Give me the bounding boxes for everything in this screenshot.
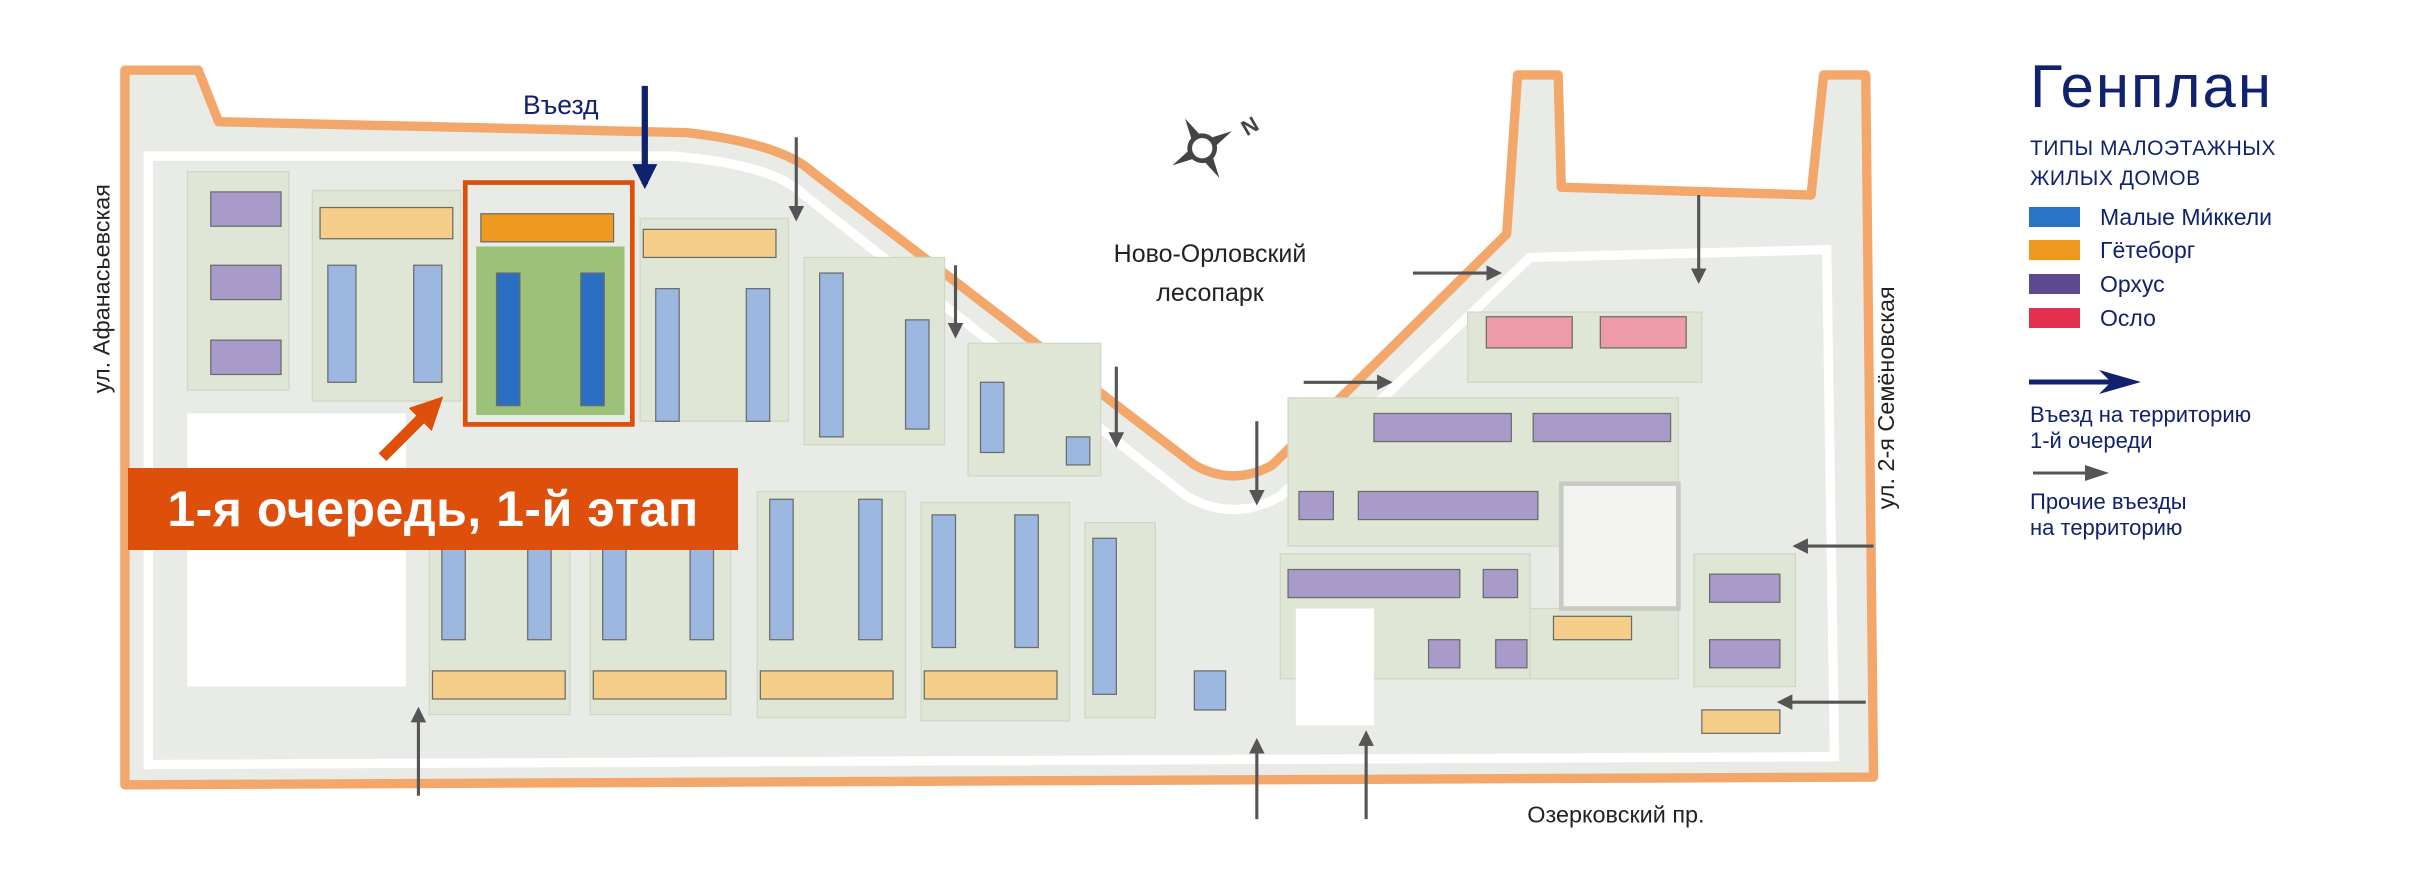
building — [480, 213, 615, 243]
courtyard-building — [1558, 481, 1681, 611]
building — [1708, 639, 1781, 669]
legend-swatch — [2029, 240, 2080, 260]
other-entry-legend-arrow-icon — [2033, 465, 2109, 481]
building — [979, 381, 1005, 454]
legend-swatch — [2029, 308, 2080, 328]
entry-label: Въезд — [523, 90, 599, 120]
building — [1357, 490, 1539, 521]
building — [858, 498, 883, 641]
legend-label: Гётеборг — [2100, 236, 2196, 263]
main-entry-legend-line2: 1-й очереди — [2030, 428, 2153, 453]
building — [642, 228, 777, 259]
legend-swatch — [2029, 274, 2080, 294]
phase-highlight-frame — [462, 180, 635, 427]
legend-label: Орхус — [2100, 270, 2165, 297]
building — [759, 670, 894, 700]
inner-road — [143, 151, 1840, 770]
park-label-line1: Ново-Орловский — [1114, 240, 1307, 268]
building — [1427, 639, 1461, 669]
building — [1532, 412, 1672, 443]
building — [769, 498, 794, 641]
main-entry-legend-line1: Въезд на территорию — [2030, 402, 2252, 427]
other-entry-legend-line2: на территорию — [2030, 515, 2183, 540]
legend-item-goteborg: Гётеборг — [2029, 236, 2196, 263]
street-bottom-label: Озерковский пр. — [1527, 801, 1704, 827]
compass-north-label: N — [1237, 111, 1263, 141]
building — [1482, 568, 1519, 599]
building — [580, 272, 605, 407]
building — [1193, 670, 1227, 711]
phase-pointer-arrow — [378, 396, 444, 462]
legend-item-oslo: Осло — [2029, 304, 2156, 331]
building — [1708, 573, 1781, 603]
legend-swatch — [2029, 207, 2080, 227]
building — [1373, 412, 1512, 443]
legend-subtitle: типы малоэтажных жилых домов — [2030, 134, 2276, 194]
other-entry-legend-text: Прочие въезды на территорию — [2030, 489, 2187, 541]
building — [923, 670, 1058, 700]
phase-label: 1-я очередь, 1-й этап — [128, 468, 738, 550]
building — [327, 264, 357, 383]
building — [210, 191, 282, 227]
building — [210, 264, 282, 301]
building — [1701, 709, 1781, 734]
street-right-label: ул. 2-я Семёновская — [1873, 286, 1899, 509]
building — [904, 319, 930, 430]
building — [931, 514, 957, 649]
empty-lot — [187, 413, 406, 687]
building — [1552, 615, 1633, 641]
main-entry-legend-arrow-icon — [2029, 370, 2141, 394]
building — [1599, 316, 1687, 349]
building — [1287, 568, 1461, 599]
building — [495, 272, 521, 407]
building — [819, 272, 844, 438]
park-label-line2: лесопарк — [1156, 279, 1264, 307]
legend-subtitle-line1: типы малоэтажных — [2030, 137, 2276, 160]
building — [592, 670, 727, 700]
street-left-label: ул. Афанасьевская — [88, 184, 114, 393]
building — [1092, 537, 1117, 695]
building — [413, 264, 443, 383]
legend-label: Малые Ми́ккели — [2100, 203, 2273, 230]
building — [1485, 316, 1573, 349]
compass-icon — [1172, 118, 1232, 178]
other-entry-arrows — [410, 137, 1874, 820]
other-entry-legend-line1: Прочие въезды — [2030, 489, 2187, 514]
legend-item-mikkeli: Малые Ми́ккели — [2029, 203, 2273, 230]
building — [1065, 436, 1091, 466]
building — [1298, 490, 1334, 521]
building — [431, 670, 566, 700]
building — [745, 288, 771, 422]
building — [1014, 514, 1039, 649]
legend-label: Осло — [2100, 304, 2156, 331]
building — [319, 206, 454, 240]
building — [655, 288, 680, 422]
legend-subtitle-line2: жилых домов — [2030, 167, 2201, 190]
empty-lot — [1295, 608, 1374, 726]
legend-title: Генплан — [2030, 53, 2273, 120]
building — [210, 339, 282, 376]
legend-item-orhus: Орхус — [2029, 270, 2165, 297]
buildings — [210, 191, 1781, 734]
main-entry-legend-text: Въезд на территорию 1-й очереди — [2030, 402, 2251, 454]
building — [1495, 639, 1528, 669]
